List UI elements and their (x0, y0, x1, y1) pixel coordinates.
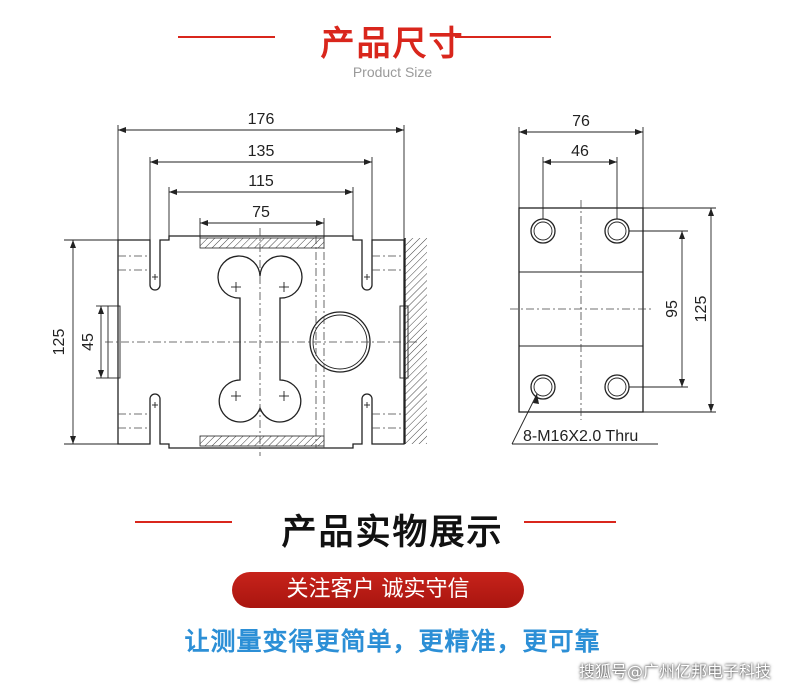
section-title: 产品实物展示 (281, 513, 504, 553)
bone-window (217, 255, 303, 423)
dim-left-45: 45 (80, 333, 97, 351)
bottom-strip-hatch (199, 435, 325, 447)
load-cell-body-outline (117, 235, 405, 449)
header-line-right (455, 36, 551, 38)
dim-right-95: 95 (664, 300, 681, 318)
hole-center-marks (152, 274, 370, 408)
page-subtitle: Product Size (352, 64, 433, 80)
dimension-drawing: .ln { stroke:#222; stroke-width:1.3; fil… (51, 111, 716, 456)
hidden-bolt-lines (118, 255, 404, 429)
side-dimension-lines (511, 127, 716, 445)
dim-135: 135 (248, 143, 275, 160)
dim-46: 46 (571, 143, 589, 160)
front-dimension-lines (64, 125, 405, 445)
top-strip-hatch (199, 237, 325, 249)
dim-75: 75 (252, 204, 270, 221)
page-title: 产品尺寸 (320, 24, 465, 64)
dim-76: 76 (572, 113, 590, 130)
section-line-left (135, 521, 232, 523)
dim-176: 176 (248, 111, 275, 128)
dim-right-125: 125 (693, 296, 710, 323)
dim-115: 115 (248, 173, 274, 190)
hole-note: 8-M16X2.0 Thru (523, 428, 638, 445)
header-line-left (178, 36, 275, 38)
tagline: 让测量变得更简单，更精准，更可靠 (184, 627, 601, 656)
slogan-banner: 关注客户 诚实守信 (232, 572, 524, 608)
section-line-right (524, 521, 616, 523)
mounting-wall-hatch (405, 238, 427, 444)
watermark: 搜狐号@广州亿邦电子科技 (578, 662, 771, 681)
dim-left-125: 125 (51, 329, 68, 356)
